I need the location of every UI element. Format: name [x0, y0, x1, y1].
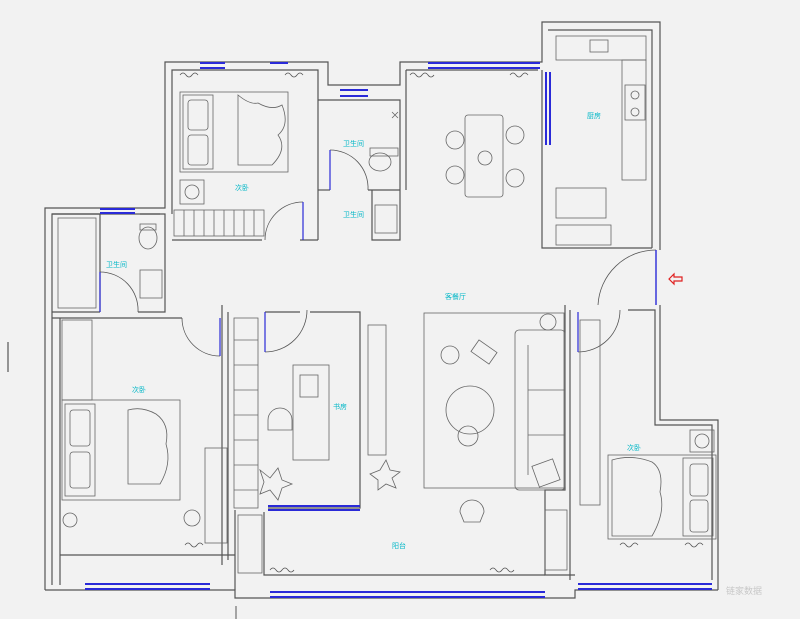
toilet — [368, 147, 399, 172]
room-label-study: 书房 — [333, 402, 347, 411]
plant-icon — [369, 459, 401, 491]
sofa — [514, 329, 566, 491]
doors — [99, 149, 657, 357]
chair — [183, 509, 201, 527]
door-swing — [329, 149, 369, 191]
bookshelf — [233, 317, 259, 509]
room-label-bath-center-lower: 卫生间 — [343, 210, 364, 219]
toilet — [138, 223, 158, 250]
ottoman — [457, 425, 479, 447]
desk-chair — [267, 407, 293, 431]
room-label-bath-left: 卫生间 — [106, 260, 127, 269]
door-swing — [264, 309, 308, 353]
bedroom-top-wall — [171, 69, 319, 214]
balcony-wall — [263, 512, 545, 576]
shower-area — [57, 217, 97, 309]
room-label-bedroom-right: 次卧 — [627, 443, 641, 452]
door-swing — [181, 317, 221, 357]
nightstand — [689, 429, 715, 453]
cabinet — [367, 324, 387, 456]
sink — [374, 204, 398, 234]
stove-icon — [624, 84, 646, 121]
balcony-cabinet — [237, 514, 263, 574]
bed — [607, 454, 717, 540]
sink — [139, 269, 163, 299]
wardrobe — [173, 209, 265, 237]
room-label-balcony: 阳台 — [392, 541, 406, 550]
furniture — [57, 35, 717, 574]
door-swing — [264, 201, 304, 241]
outer-wall-top — [44, 21, 661, 590]
wardrobe — [579, 319, 601, 506]
armchair — [470, 339, 498, 365]
side-table — [440, 345, 460, 365]
room-label-kitchen: 厨房 — [587, 111, 601, 120]
sink-icon — [589, 39, 609, 53]
plant-icon — [539, 313, 557, 331]
bed — [61, 399, 181, 501]
watermark: 链家数据 — [726, 585, 762, 597]
entry-door-swing — [597, 249, 657, 306]
dining-table — [445, 114, 525, 198]
bed — [179, 91, 289, 173]
room-label-living-dining: 客餐厅 — [445, 292, 466, 301]
kitchen-wall — [548, 29, 653, 248]
study-desk — [292, 364, 330, 461]
bath-center-wall — [318, 99, 401, 190]
lounge-chair — [459, 499, 485, 523]
room-label-bedroom-top: 次卧 — [235, 183, 249, 192]
room-label-bath-center: 卫生间 — [343, 139, 364, 148]
windows — [85, 62, 712, 598]
bedroom-right-inner — [628, 309, 713, 580]
room-labels: 次卧 卫生间 卫生间 厨房 卫生间 客餐厅 次卧 书房 次卧 阳台 — [106, 111, 641, 550]
room-label-bedroom-left: 次卧 — [132, 385, 146, 394]
rug — [423, 312, 565, 489]
door-swing — [99, 271, 139, 313]
coffee-table — [445, 385, 495, 435]
kitchen-counter — [555, 35, 647, 246]
bath-center-lower-wall — [371, 190, 401, 241]
desk — [204, 447, 228, 544]
plant-icon — [62, 512, 78, 528]
door-swing — [577, 309, 621, 353]
plant-icon — [259, 467, 294, 501]
study-right-wall — [268, 311, 361, 509]
entry-arrow-icon — [668, 272, 683, 286]
outer-wall-right — [659, 305, 719, 590]
shower-icon — [391, 111, 399, 119]
balcony-cabinet — [544, 509, 568, 571]
kitchen-bottom-wall — [541, 70, 652, 249]
curtains — [179, 72, 704, 573]
nightstand — [179, 179, 205, 205]
